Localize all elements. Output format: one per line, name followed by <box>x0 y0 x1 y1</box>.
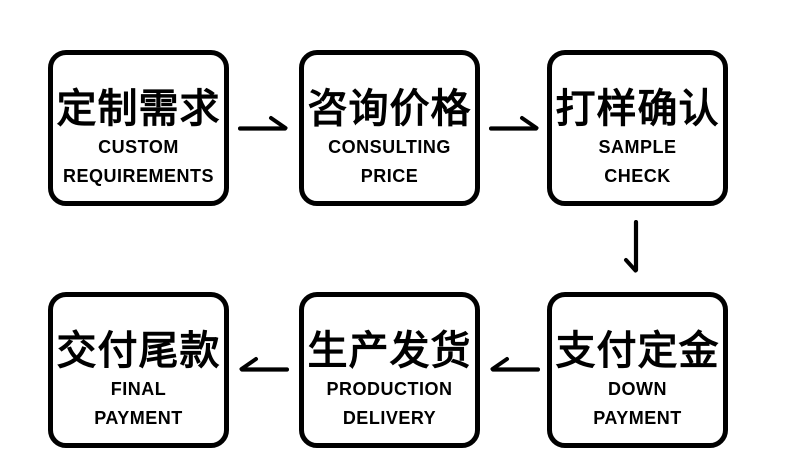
arrow-left-icon <box>488 352 540 378</box>
arrow-left-icon <box>237 352 289 378</box>
step-subtitle-en: SAMPLE <box>598 137 677 157</box>
step-title-zh: 打样确认 <box>555 87 720 131</box>
arrow-down-icon <box>621 220 645 274</box>
step-subtitle-en: DOWN <box>608 379 667 399</box>
step-box-sample-check: 打样确认 SAMPLE CHECK <box>547 50 728 206</box>
step-box-final-payment: 交付尾款 FINAL PAYMENT <box>48 292 229 448</box>
step-subtitle-en: PAYMENT <box>593 408 682 428</box>
step-subtitle-en: PRICE <box>360 166 419 186</box>
step-title-zh: 支付定金 <box>555 329 720 373</box>
step-subtitle-en: CONSULTING <box>328 137 451 157</box>
step-subtitle-en: CHECK <box>604 166 671 186</box>
step-subtitle-en: DELIVERY <box>342 408 437 428</box>
step-title-zh: 生产发货 <box>307 329 472 373</box>
step-subtitle-en: CUSTOM <box>98 137 179 157</box>
step-subtitle-en: PRODUCTION <box>326 379 453 399</box>
arrow-right-icon <box>238 111 290 137</box>
step-box-consulting-price: 咨询价格 CONSULTING PRICE <box>299 50 480 206</box>
step-title-zh: 交付尾款 <box>56 329 221 373</box>
step-box-custom-requirements: 定制需求 CUSTOM REQUIREMENTS <box>48 50 229 206</box>
step-title-zh: 定制需求 <box>56 87 221 131</box>
step-box-down-payment: 支付定金 DOWN PAYMENT <box>547 292 728 448</box>
arrow-right-icon <box>489 111 541 137</box>
step-subtitle-en: FINAL <box>110 379 167 399</box>
step-subtitle-en: REQUIREMENTS <box>62 166 214 186</box>
step-title-zh: 咨询价格 <box>307 87 472 131</box>
step-subtitle-en: PAYMENT <box>94 408 183 428</box>
step-box-production-delivery: 生产发货 PRODUCTION DELIVERY <box>299 292 480 448</box>
